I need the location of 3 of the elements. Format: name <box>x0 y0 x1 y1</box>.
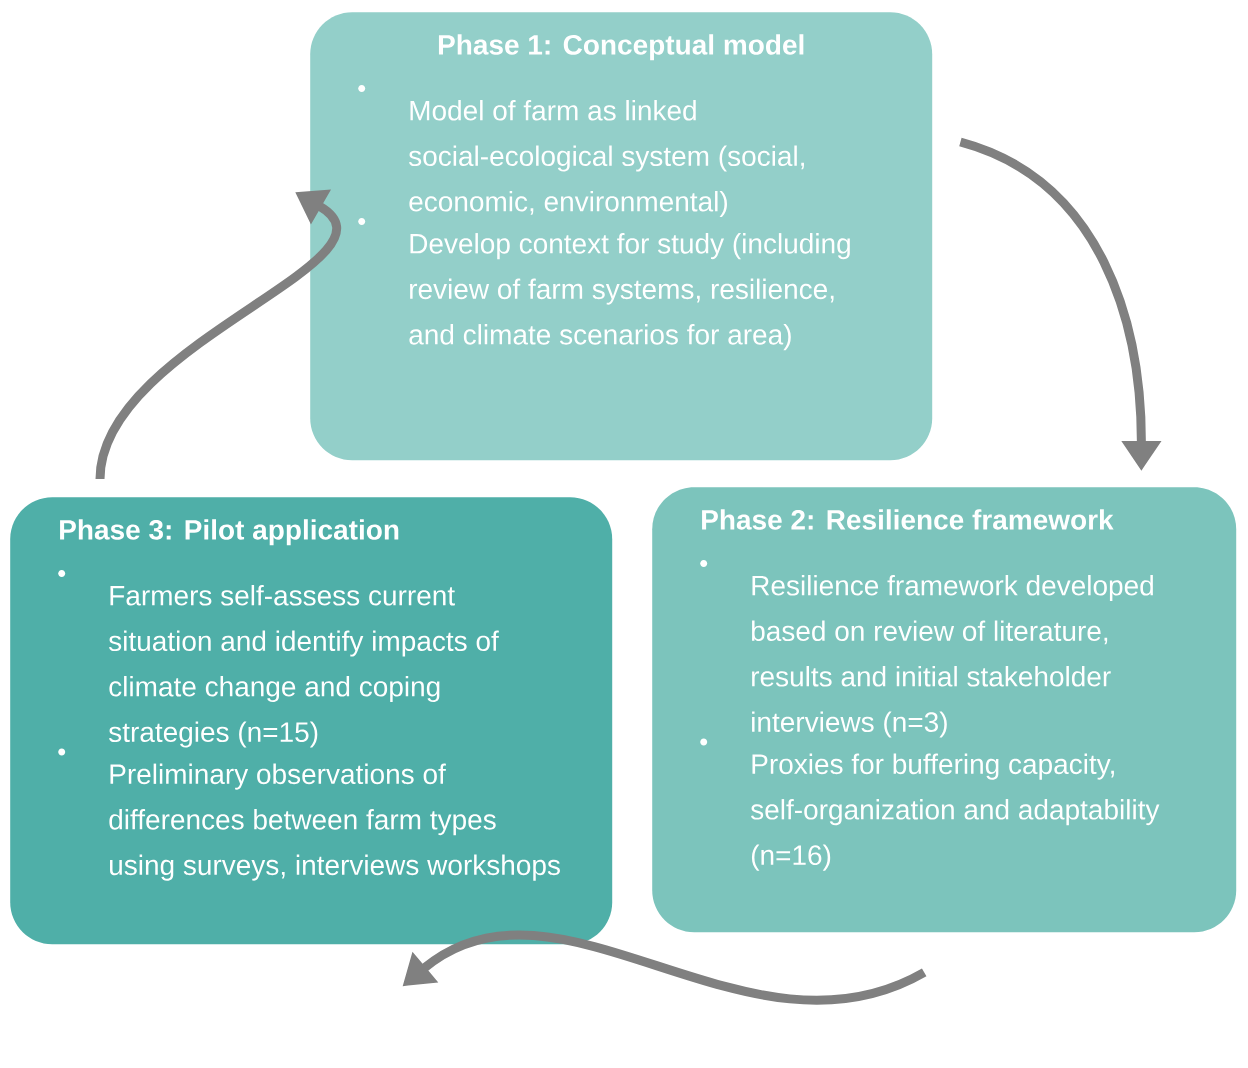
phase-box: Phase 3: Pilot application Farmers self-assess current situation and identify impacts of climate change and coping strategies (n=15) Preliminary observations of differences between farm types using surveys, interviews workshops <box>10 497 613 945</box>
phase-box: Phase 2: Resilience framework Resilience framework developed based on review of literature, results and initial stakeholder interviews (n=3) Proxies for buffering capacity, self-organization and adaptability (n=16) <box>652 487 1237 933</box>
phase-box: Phase 1: Conceptual model Model of farm as linked social-ecological system (social, economic, environmental) Develop context for study (including review of farm systems, resilience, and climate scenarios for area) <box>310 12 933 461</box>
